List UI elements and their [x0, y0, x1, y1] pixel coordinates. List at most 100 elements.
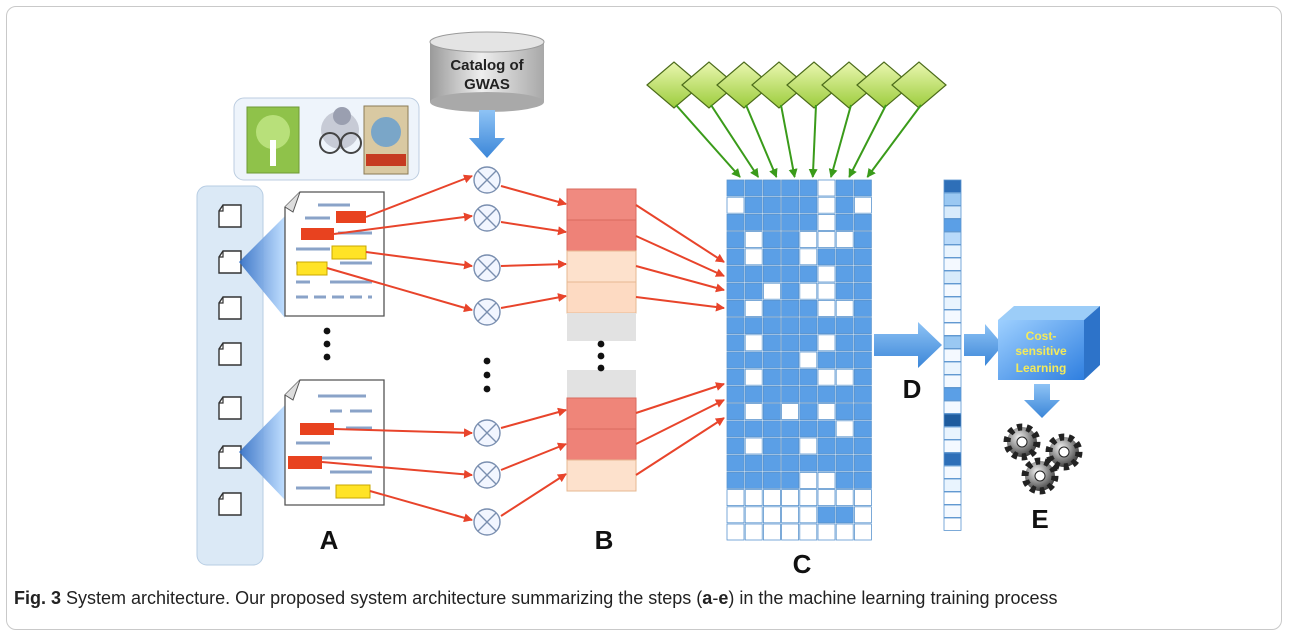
matrix-cell: [854, 471, 872, 489]
matrix-cell: [817, 523, 836, 541]
matrix-cell: [799, 265, 818, 283]
matrix-cell: [744, 454, 763, 472]
matrix-cell: [854, 403, 872, 421]
matrix-cell: [726, 454, 745, 472]
matrix-cell: [817, 213, 836, 231]
matrix-cell: [726, 471, 745, 489]
vector-cell: [943, 179, 962, 193]
matrix-cell: [817, 334, 836, 352]
vector-cell: [943, 322, 962, 336]
vector-cell: [943, 465, 962, 479]
matrix-cell: [763, 506, 781, 524]
matrix-cell: [799, 403, 818, 421]
matrix-cell: [799, 351, 818, 369]
matrix-cell: [835, 506, 854, 524]
matrix-cell: [817, 420, 836, 438]
matrix-cell: [744, 403, 763, 421]
matrix-cell: [726, 385, 745, 403]
learning-label-line2: sensitive: [1015, 344, 1067, 358]
efo-logo: [319, 107, 362, 154]
matrix-cell: [763, 299, 781, 317]
matrix-cell: [817, 403, 836, 421]
matrix-cell: [726, 420, 745, 438]
matrix-cell: [835, 196, 854, 214]
matrix-cell: [726, 368, 745, 386]
matrix-cell: [726, 437, 745, 455]
gears-icon: [1007, 427, 1079, 491]
matrix-cell: [817, 471, 836, 489]
matrix-cell: [763, 231, 781, 249]
matrix-cell: [835, 179, 854, 197]
matrix-cell: [817, 489, 836, 507]
matrix-cell: [835, 299, 854, 317]
matrix-cell: [726, 317, 745, 335]
matrix-cell: [726, 506, 745, 524]
vector-cell: [943, 348, 962, 362]
matrix-cell: [817, 385, 836, 403]
matrix-cell: [781, 420, 799, 438]
vector-cell: [943, 283, 962, 297]
matrix-cell: [781, 385, 799, 403]
catalog-label-line2: GWAS: [464, 76, 510, 93]
matrix-cell: [744, 334, 763, 352]
catalog-label-line1: Catalog of: [450, 57, 524, 74]
matrix-cell: [726, 213, 745, 231]
matrix-cell: [781, 368, 799, 386]
matrix-cell: [835, 265, 854, 283]
matrix-cell: [726, 334, 745, 352]
figure-caption: Fig. 3 System architecture. Our proposed…: [14, 588, 1274, 609]
caption-text-before: Our proposed system architecture summari…: [235, 588, 703, 608]
matrix-cell: [726, 403, 745, 421]
document-icon: [218, 204, 242, 516]
matrix-cell: [817, 368, 836, 386]
matrix-cell: [781, 231, 799, 249]
matrix-cell: [835, 471, 854, 489]
feature-selection-arrow: [808, 104, 818, 178]
feature-selection-arrow: [848, 104, 887, 178]
matrix-cell: [835, 403, 854, 421]
feature-diamond-icon: [646, 61, 947, 109]
matrix-cell: [763, 351, 781, 369]
vector-cell: [943, 309, 962, 323]
matrix-cell: [763, 489, 781, 507]
feature-selection-arrow: [780, 104, 798, 178]
matrix-cell: [781, 179, 799, 197]
matrix-cell: [763, 265, 781, 283]
stage-label-d: D: [903, 374, 922, 404]
matrix-cell: [835, 420, 854, 438]
matrix-cell: [799, 437, 818, 455]
feature-selection-arrow: [745, 104, 778, 178]
matrix-cell: [744, 471, 763, 489]
matrix-cell: [744, 351, 763, 369]
matrix-cell: [799, 489, 818, 507]
caption-title: System architecture.: [66, 588, 231, 608]
vector-cell: [943, 218, 962, 232]
matrix-cell: [726, 179, 745, 197]
feature-diamond: [891, 61, 947, 109]
caption-dash: -: [712, 588, 719, 608]
zoom-funnel-top: [239, 216, 285, 318]
matrix-cell: [744, 506, 763, 524]
matrix-cell: [817, 231, 836, 249]
ellipsis-features: [597, 340, 605, 372]
matrix-cell: [854, 385, 872, 403]
matrix-cell: [854, 179, 872, 197]
matrix-cell: [763, 437, 781, 455]
tree-logo: [246, 106, 300, 174]
matrix-cell: [817, 437, 836, 455]
annotated-document-top: [284, 191, 385, 317]
matrix-cell: [854, 213, 872, 231]
vector-cell: [943, 413, 962, 427]
matrix-cell: [726, 282, 745, 300]
feature-selection-arrow: [675, 104, 741, 178]
matrix-cell: [744, 282, 763, 300]
catalog-down-arrow: [469, 110, 505, 158]
system-architecture-diagram: Catalog of GWAS: [196, 31, 1100, 579]
matrix-cell: [854, 489, 872, 507]
annotation-arrows: [321, 174, 473, 523]
feature-selection-arrow: [710, 104, 760, 178]
matrix-cell: [799, 248, 818, 266]
caption-text-after: ) in the machine learning training proce…: [728, 588, 1058, 608]
matrix-cell: [854, 368, 872, 386]
matrix-cell: [763, 213, 781, 231]
